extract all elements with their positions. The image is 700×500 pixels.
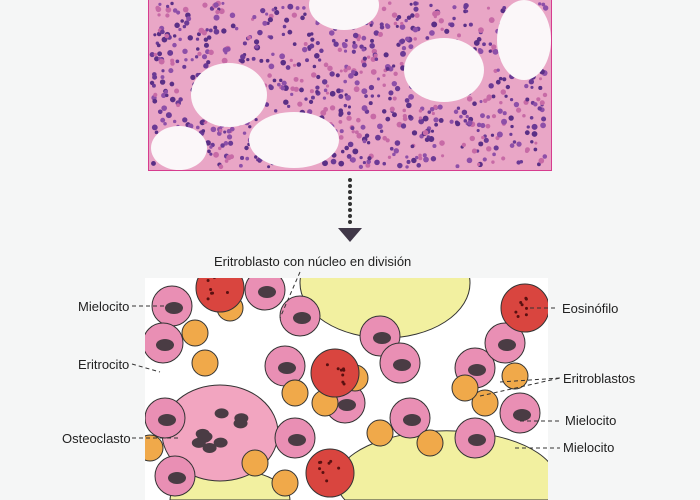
dotted-down-arrow [338, 178, 362, 242]
label-osteoclast: Osteoclasto [62, 431, 131, 446]
label-erythroblasts: Eritroblastos [563, 371, 636, 386]
bone-marrow-micrograph [148, 0, 552, 171]
label-myelocyte-right-1: Mielocito [565, 413, 617, 428]
label-myelocyte-right-2: Mielocito [563, 440, 615, 455]
label-eosinophil: Eosinófilo [562, 301, 619, 316]
label-dividing-erythroblast: Eritroblasto con núcleo en división [214, 254, 412, 269]
bone-marrow-illustration [145, 278, 548, 500]
label-myelocyte-left: Mielocito [78, 299, 130, 314]
label-erythrocyte: Eritrocito [78, 357, 130, 372]
